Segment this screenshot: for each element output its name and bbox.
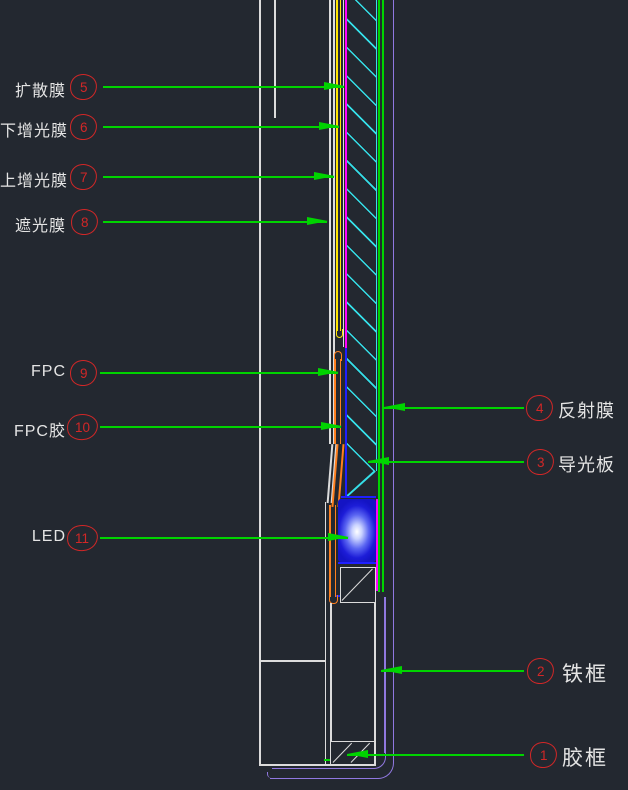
left-column-right-wall bbox=[324, 502, 326, 765]
led-housing-box bbox=[339, 567, 376, 603]
green-tick bbox=[324, 759, 331, 761]
leader-arrow-6 bbox=[319, 122, 340, 131]
bottom-edge-line bbox=[259, 764, 376, 766]
leader-line-1 bbox=[347, 754, 524, 756]
magenta-short-line bbox=[376, 499, 378, 591]
leader-arrow-5 bbox=[324, 82, 345, 91]
leader-arrow-7 bbox=[314, 172, 335, 181]
bef-film-fold bbox=[336, 329, 343, 338]
lcd-panel-left-line bbox=[259, 0, 261, 765]
label-iron-frame: 铁框 bbox=[562, 663, 608, 686]
film-line-3 bbox=[343, 0, 344, 347]
fpc-outer-line bbox=[334, 359, 336, 444]
balloon-11: 11 bbox=[65, 523, 100, 553]
leader-line-11 bbox=[100, 537, 348, 539]
fpc-top-fold bbox=[333, 351, 342, 361]
label-fpc-adhesive: FPC胶 bbox=[13, 423, 66, 440]
iron-frame-outer-bend bbox=[270, 750, 394, 779]
label-diffuser-film: 扩散膜 bbox=[14, 83, 66, 100]
label-lower-bef: 下增光膜 bbox=[0, 123, 69, 140]
light-guide-plate-hatch bbox=[347, 0, 377, 471]
balloon-7: 7 bbox=[68, 162, 99, 192]
leader-arrow-9 bbox=[318, 368, 339, 377]
leader-arrow-4 bbox=[384, 403, 405, 412]
balloon-8: 8 bbox=[69, 207, 100, 237]
balloon-4: 4 bbox=[524, 393, 555, 423]
leader-line-6 bbox=[103, 126, 339, 128]
fpc-lower-inner bbox=[334, 505, 336, 597]
label-upper-bef: 上增光膜 bbox=[0, 173, 69, 190]
leader-line-4 bbox=[384, 407, 524, 409]
mid-column-left-wall bbox=[330, 603, 332, 741]
led-glow bbox=[338, 499, 376, 562]
leader-line-2 bbox=[381, 670, 524, 672]
leader-arrow-11 bbox=[328, 533, 349, 542]
iron-frame-edge-curl bbox=[266, 772, 272, 778]
balloon-5: 5 bbox=[68, 72, 99, 102]
balloon-10: 10 bbox=[65, 412, 100, 442]
label-led: LED bbox=[31, 528, 66, 545]
reflective-film-line-1 bbox=[377, 0, 380, 592]
blue-tick bbox=[336, 595, 341, 597]
leader-arrow-8 bbox=[307, 217, 328, 226]
leader-arrow-1 bbox=[347, 750, 368, 759]
iron-frame-inner-bend bbox=[272, 752, 386, 769]
label-reflective-film: 反射膜 bbox=[558, 401, 615, 421]
leader-line-7 bbox=[103, 176, 334, 178]
led-bottom-blue-line bbox=[338, 561, 376, 564]
leader-arrow-2 bbox=[381, 666, 402, 675]
balloon-9: 9 bbox=[68, 358, 99, 388]
reflective-film-line-2 bbox=[381, 0, 384, 592]
lgp-chamfer-edge bbox=[344, 469, 375, 497]
shading-film-line bbox=[329, 0, 331, 444]
mid-column-right-wall bbox=[374, 603, 376, 764]
leader-line-9 bbox=[100, 372, 338, 374]
label-rubber-frame: 胶框 bbox=[562, 747, 608, 770]
iron-frame-inner-wall bbox=[384, 597, 386, 753]
lgp-left-blue-edge bbox=[345, 348, 347, 497]
balloon-6: 6 bbox=[68, 112, 99, 142]
label-fpc: FPC bbox=[31, 363, 66, 380]
balloon-2: 2 bbox=[525, 656, 556, 686]
label-light-guide-plate: 导光板 bbox=[558, 455, 615, 475]
bef-film-inner-line bbox=[339, 0, 341, 331]
label-shading-film: 遮光膜 bbox=[14, 218, 66, 235]
fpc-inner-line bbox=[339, 359, 341, 444]
leader-line-3 bbox=[368, 461, 524, 463]
leader-arrow-3 bbox=[368, 457, 389, 466]
leader-line-8 bbox=[103, 221, 327, 223]
leader-line-5 bbox=[103, 86, 344, 88]
left-column-divider-line bbox=[259, 660, 326, 662]
fpc-bottom-fold bbox=[329, 595, 338, 604]
leader-arrow-10 bbox=[321, 422, 342, 431]
balloon-1: 1 bbox=[528, 740, 559, 770]
lgp-bottom-blue-line bbox=[341, 496, 376, 498]
balloon-3: 3 bbox=[525, 447, 556, 477]
fpc-lower-outer bbox=[329, 505, 331, 597]
film-line-2 bbox=[333, 0, 335, 444]
lcd-panel-right-line bbox=[274, 0, 276, 118]
diffuser-film-line bbox=[344, 0, 347, 348]
leader-line-10 bbox=[100, 426, 341, 428]
iron-frame-outer-wall bbox=[392, 0, 394, 752]
bef-film-outer-line bbox=[336, 0, 338, 331]
